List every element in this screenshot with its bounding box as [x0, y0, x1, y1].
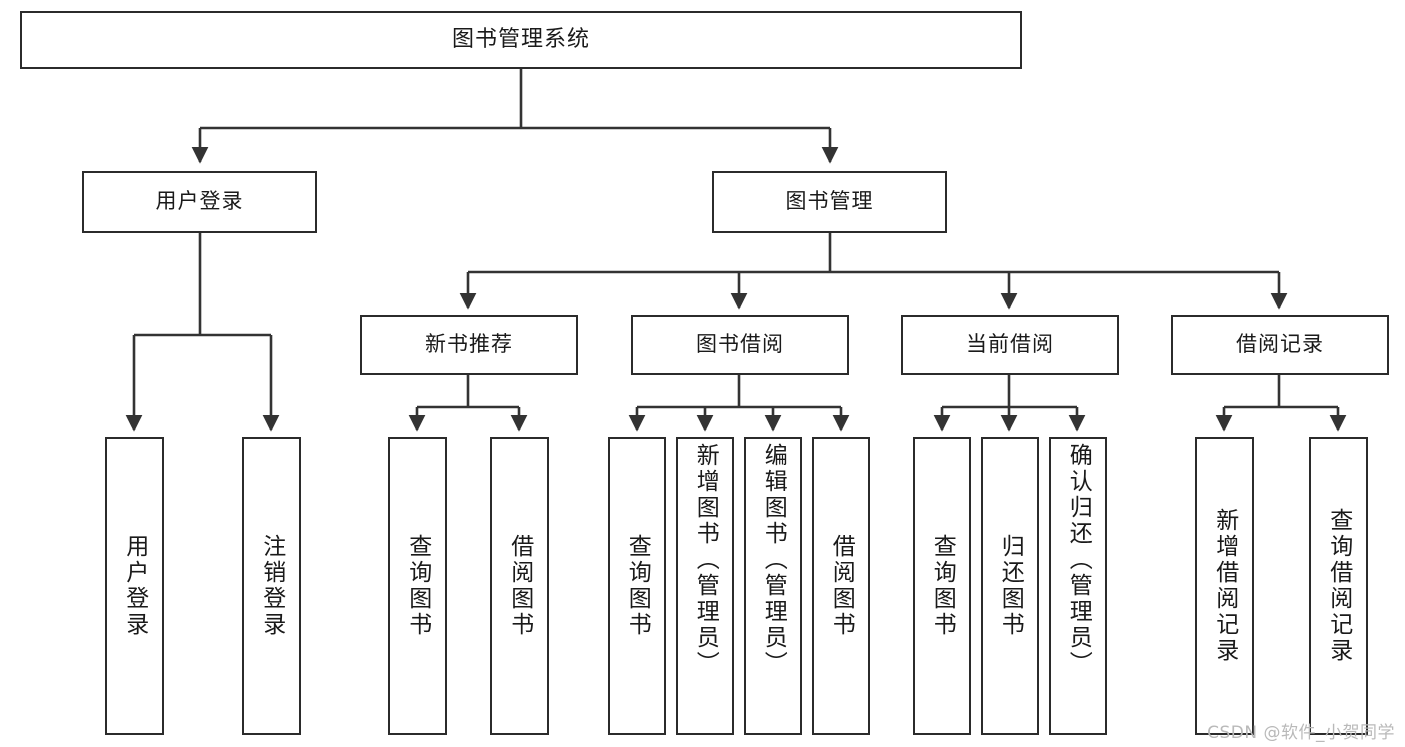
node-book-management-label: 图书管理	[785, 189, 874, 214]
leaf-add-record-label: 新增借阅记录	[1211, 508, 1238, 664]
node-book-borrow-label: 图书借阅	[696, 332, 784, 357]
csdn-watermark: CSDN @软件_小贺同学	[1207, 723, 1395, 743]
node-current-borrow[interactable]: 当前借阅	[901, 315, 1119, 375]
node-current-borrow-label: 当前借阅	[966, 332, 1054, 357]
leaf-return-book[interactable]: 归还图书	[981, 437, 1039, 735]
leaf-query-book-3[interactable]: 查询图书	[913, 437, 971, 735]
leaf-query-book-2-label: 查询图书	[624, 534, 651, 638]
leaf-user-logout[interactable]: 注销登录	[242, 437, 301, 735]
node-root-label: 图书管理系统	[451, 26, 590, 52]
leaf-user-login[interactable]: 用户登录	[105, 437, 164, 735]
node-book-borrow[interactable]: 图书借阅	[631, 315, 849, 375]
leaf-query-record-label: 查询借阅记录	[1325, 508, 1352, 664]
leaf-edit-book-label: 编辑图书（管理员）	[760, 443, 787, 677]
node-borrow-record-label: 借阅记录	[1236, 332, 1324, 357]
leaf-user-login-label: 用户登录	[121, 534, 148, 638]
leaf-user-logout-label: 注销登录	[258, 534, 285, 638]
leaf-confirm-return[interactable]: 确认归还（管理员）	[1049, 437, 1107, 735]
leaf-query-book-1-label: 查询图书	[404, 534, 431, 638]
node-new-book-recommend-label: 新书推荐	[425, 332, 513, 357]
leaf-query-book-3-label: 查询图书	[929, 534, 956, 638]
leaf-query-record[interactable]: 查询借阅记录	[1309, 437, 1368, 735]
leaf-return-book-label: 归还图书	[997, 534, 1024, 638]
leaf-borrow-book-1-label: 借阅图书	[506, 534, 533, 638]
leaf-add-book[interactable]: 新增图书（管理员）	[676, 437, 734, 735]
leaf-borrow-book-2[interactable]: 借阅图书	[812, 437, 870, 735]
node-borrow-record[interactable]: 借阅记录	[1171, 315, 1389, 375]
leaf-add-book-label: 新增图书（管理员）	[692, 443, 719, 677]
node-new-book-recommend[interactable]: 新书推荐	[360, 315, 578, 375]
leaf-edit-book[interactable]: 编辑图书（管理员）	[744, 437, 802, 735]
node-root-system[interactable]: 图书管理系统	[20, 11, 1022, 69]
node-user-login[interactable]: 用户登录	[82, 171, 317, 233]
leaf-confirm-return-label: 确认归还（管理员）	[1065, 443, 1092, 677]
leaf-borrow-book-2-label: 借阅图书	[828, 534, 855, 638]
leaf-add-record[interactable]: 新增借阅记录	[1195, 437, 1254, 735]
leaf-query-book-2[interactable]: 查询图书	[608, 437, 666, 735]
node-user-login-label: 用户登录	[155, 189, 244, 214]
leaf-query-book-1[interactable]: 查询图书	[388, 437, 447, 735]
node-book-management[interactable]: 图书管理	[712, 171, 947, 233]
leaf-borrow-book-1[interactable]: 借阅图书	[490, 437, 549, 735]
